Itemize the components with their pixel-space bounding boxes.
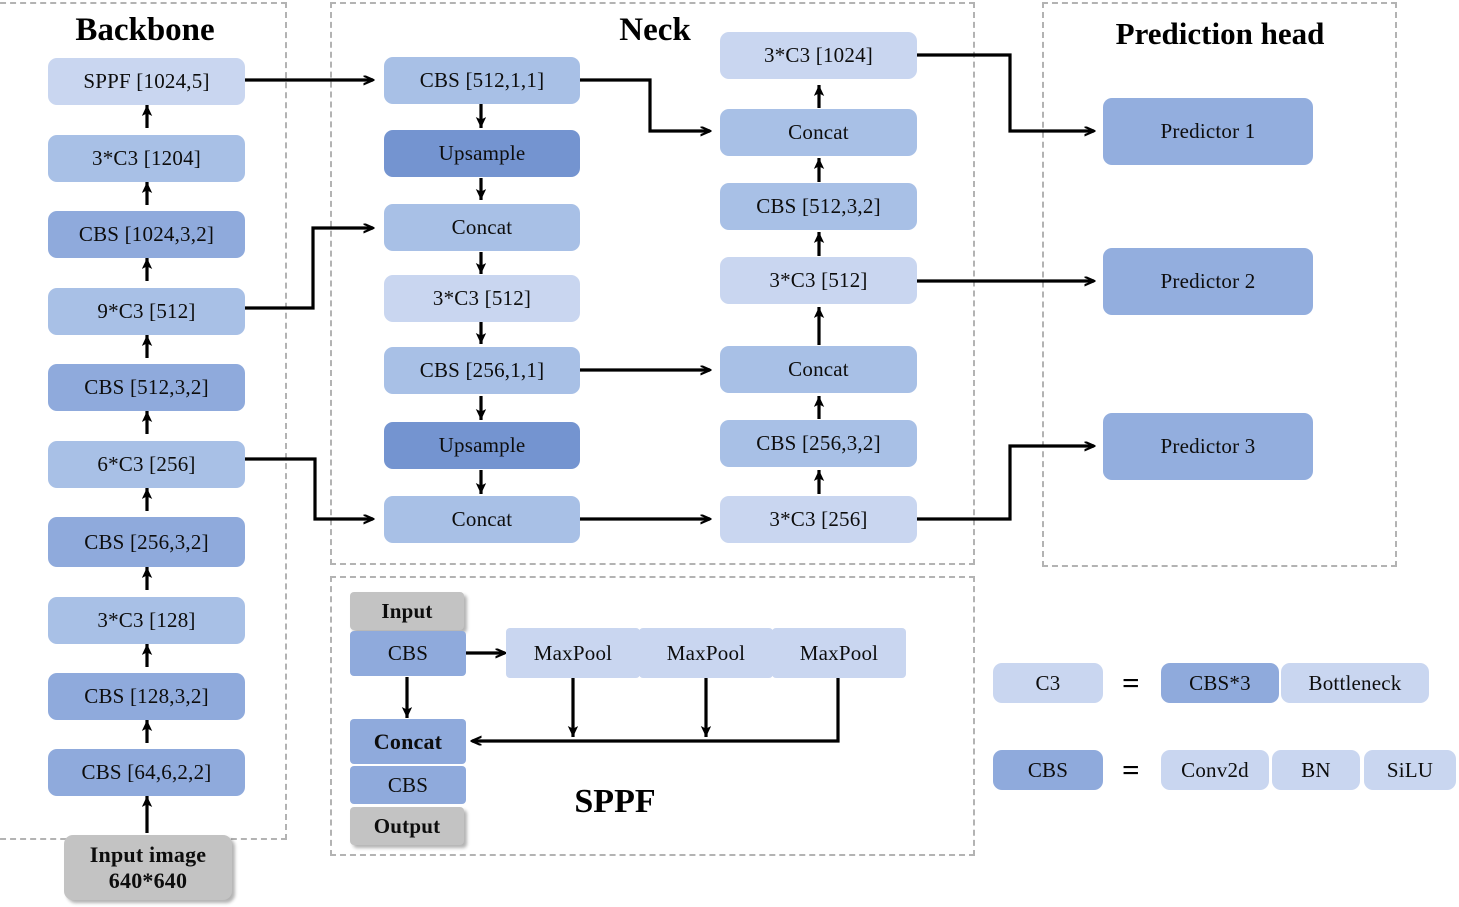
backbone-node-sppf[interactable]: SPPF [1024,5] [48,58,245,105]
neck-node-c3-256-right[interactable]: 3*C3 [256] [720,496,917,543]
sppf-cbs-top[interactable]: CBS [350,631,466,676]
predictor-1[interactable]: Predictor 1 [1103,98,1313,165]
sppf-cbs-bottom[interactable]: CBS [350,766,466,804]
predictor-3[interactable]: Predictor 3 [1103,413,1313,480]
legend-equals-1: = [1122,665,1140,700]
legend-bottleneck: Bottleneck [1281,663,1429,703]
sppf-frame [330,576,975,856]
predictor-2[interactable]: Predictor 2 [1103,248,1313,315]
neck-node-concat-1[interactable]: Concat [384,204,580,251]
backbone-node-cbs-64[interactable]: CBS [64,6,2,2] [48,749,245,796]
sppf-maxpool-3[interactable]: MaxPool [772,628,906,678]
backbone-node-c3-1204[interactable]: 3*C3 [1204] [48,135,245,182]
neck-node-cbs-256-3-2[interactable]: CBS [256,3,2] [720,420,917,467]
prediction-head-title: Prediction head [1115,16,1325,51]
neck-node-upsample-2[interactable]: Upsample [384,422,580,469]
sppf-maxpool-1[interactable]: MaxPool [506,628,640,678]
backbone-node-c3-128[interactable]: 3*C3 [128] [48,597,245,644]
input-image-line2: 640*640 [108,867,188,893]
sppf-output-box: Output [350,807,464,845]
neck-node-concat-4[interactable]: Concat [720,346,917,393]
neck-node-c3-512[interactable]: 3*C3 [512] [384,275,580,322]
legend-equals-2: = [1122,752,1140,787]
neck-node-cbs-256-1-1[interactable]: CBS [256,1,1] [384,347,580,394]
backbone-node-cbs-512[interactable]: CBS [512,3,2] [48,364,245,411]
legend-cbs-x3: CBS*3 [1161,663,1279,703]
backbone-node-c3-512[interactable]: 9*C3 [512] [48,288,245,335]
neck-node-upsample-1[interactable]: Upsample [384,130,580,177]
input-image-box: Input image 640*640 [64,835,232,900]
input-image-line1: Input image [89,841,207,867]
neck-node-concat-2[interactable]: Concat [384,496,580,543]
legend-silu: SiLU [1364,750,1456,790]
neck-node-cbs-512-1-1[interactable]: CBS [512,1,1] [384,57,580,104]
sppf-input-box: Input [350,592,464,630]
neck-node-c3-1024[interactable]: 3*C3 [1024] [720,32,917,79]
backbone-node-cbs-256[interactable]: CBS [256,3,2] [48,517,245,567]
backbone-node-cbs-1024[interactable]: CBS [1024,3,2] [48,211,245,258]
sppf-maxpool-2[interactable]: MaxPool [639,628,773,678]
backbone-title: Backbone [75,12,215,48]
neck-title: Neck [619,12,691,48]
sppf-concat[interactable]: Concat [350,719,466,764]
legend-conv2d: Conv2d [1161,750,1269,790]
sppf-title: SPPF [574,783,656,820]
legend-bn: BN [1272,750,1360,790]
legend-cbs-key: CBS [993,750,1103,790]
prediction-head-frame [1042,2,1397,567]
neck-node-c3-512-right[interactable]: 3*C3 [512] [720,257,917,304]
neck-node-cbs-512-3-2[interactable]: CBS [512,3,2] [720,183,917,230]
neck-node-concat-3[interactable]: Concat [720,109,917,156]
legend-c3-key: C3 [993,663,1103,703]
backbone-node-c3-256[interactable]: 6*C3 [256] [48,441,245,488]
backbone-node-cbs-128[interactable]: CBS [128,3,2] [48,673,245,720]
